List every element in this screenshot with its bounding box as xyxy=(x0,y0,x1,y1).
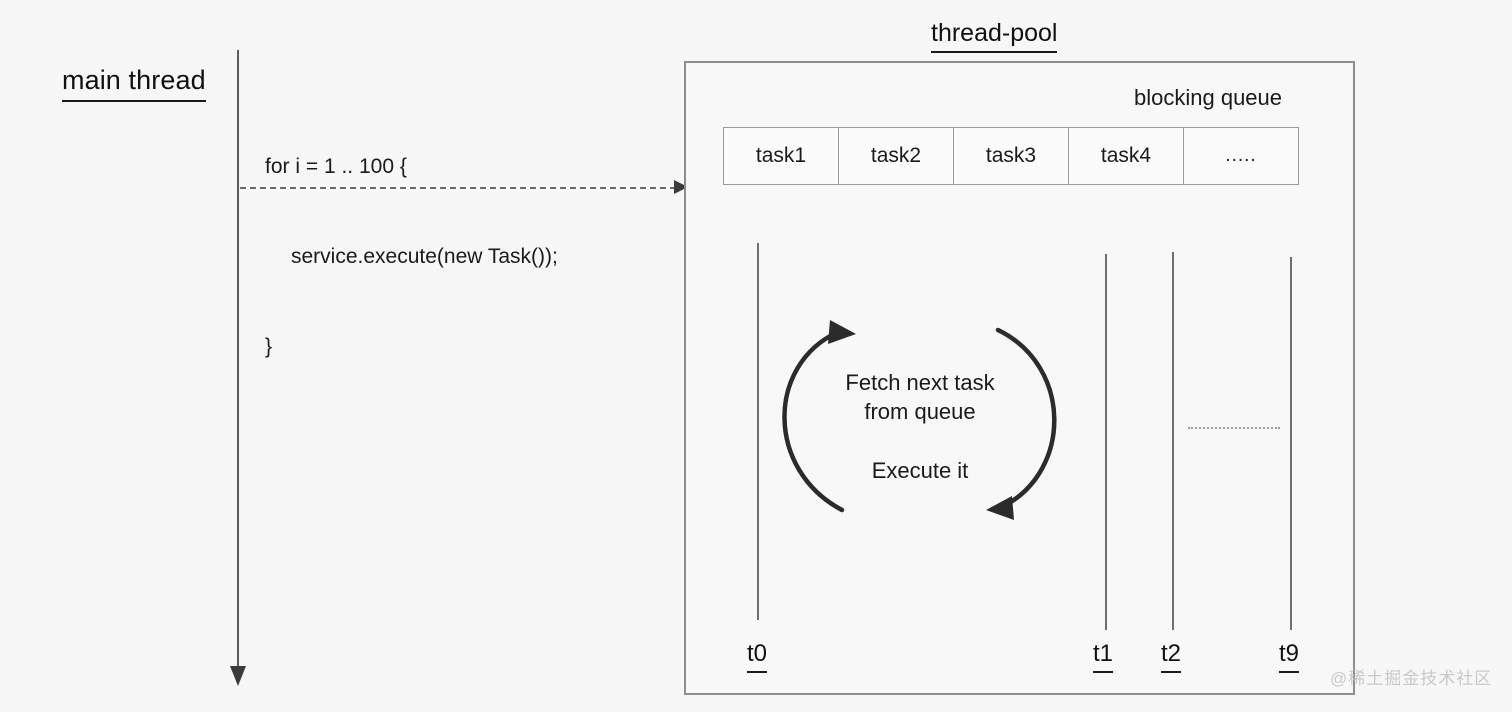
main-thread-lifeline xyxy=(237,50,239,672)
worker-lifeline-t1 xyxy=(1105,254,1107,630)
submit-task-dashed-arrow xyxy=(240,187,676,189)
queue-cell: task1 xyxy=(724,128,839,184)
main-thread-label: main thread xyxy=(62,64,206,102)
worker-lifeline-t2 xyxy=(1172,252,1174,630)
code-line-3: } xyxy=(265,335,273,358)
worker-lifeline-t0 xyxy=(757,243,759,620)
loop-text-line-3: Execute it xyxy=(871,458,969,483)
main-thread-arrow-icon xyxy=(230,666,246,686)
worker-lifeline-t9 xyxy=(1290,257,1292,630)
submit-loop-code: for i = 1 .. 100 { service.execute(new T… xyxy=(265,92,558,422)
queue-cell: task2 xyxy=(839,128,954,184)
worker-label-t1: t1 xyxy=(1093,640,1114,673)
worker-loop-arrows xyxy=(782,320,1057,520)
queue-cell: task3 xyxy=(954,128,1069,184)
worker-label-t9: t9 xyxy=(1279,640,1300,673)
code-line-2: service.execute(new Task()); xyxy=(291,245,558,268)
loop-arrow-up-icon xyxy=(828,320,856,344)
worker-loop-text: Fetch next task from queue Execute it xyxy=(790,368,1050,485)
worker-label-t0: t0 xyxy=(747,640,768,673)
code-line-1: for i = 1 .. 100 { xyxy=(265,155,407,178)
blocking-queue-label: blocking queue xyxy=(1134,85,1283,110)
loop-text-line-2: from queue xyxy=(864,399,976,424)
loop-arc-left xyxy=(782,329,845,513)
watermark: @稀土掘金技术社区 xyxy=(1330,669,1493,688)
loop-arc-right xyxy=(995,327,1057,509)
loop-text-line-1: Fetch next task xyxy=(845,370,995,395)
worker-label-t2: t2 xyxy=(1161,640,1182,673)
blocking-queue: task1 task2 task3 task4 ..... xyxy=(723,127,1299,185)
thread-pool-title: thread-pool xyxy=(931,18,1058,53)
worker-continuation-dots xyxy=(1188,427,1280,429)
queue-cell-ellipsis: ..... xyxy=(1225,145,1257,166)
queue-cell: task4 xyxy=(1069,128,1184,184)
loop-arrow-down-icon xyxy=(986,496,1014,520)
